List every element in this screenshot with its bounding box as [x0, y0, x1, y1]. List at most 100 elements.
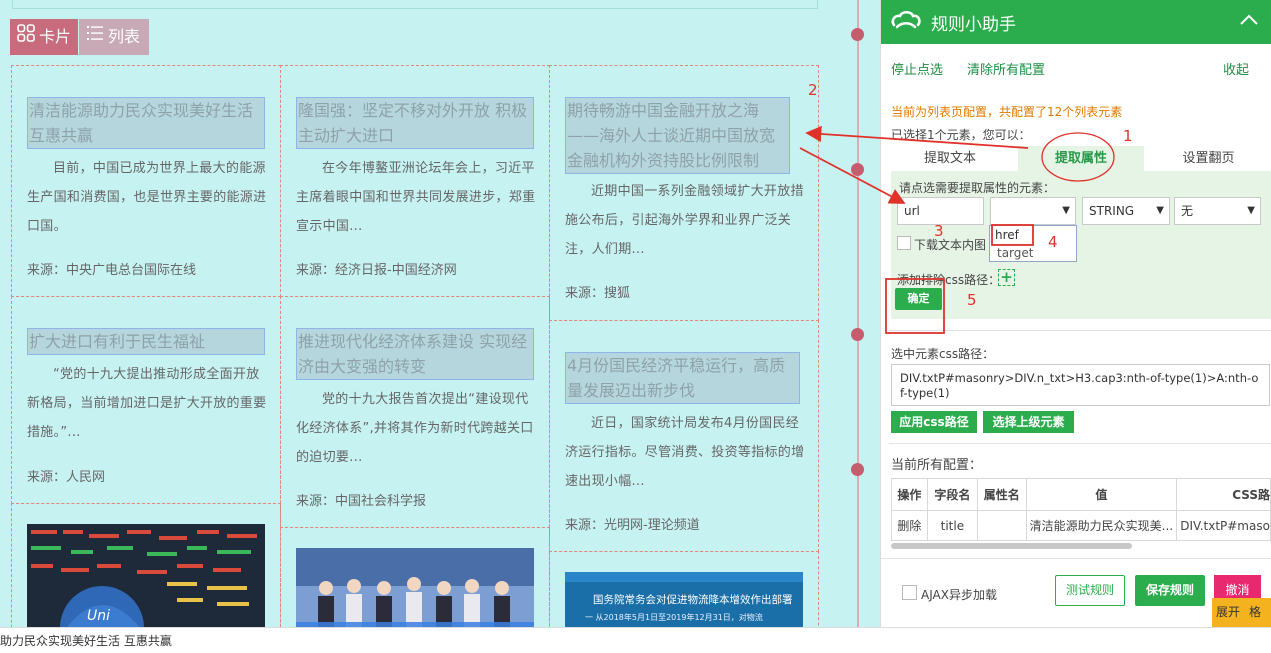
download-images-checkbox[interactable] — [897, 236, 911, 250]
news-source: 来源：人民网 — [27, 470, 106, 485]
image-card[interactable] — [280, 527, 550, 627]
news-summary: 近日，国家统计局发布4月份国民经济运行指标。尽管消费、投资等指标的增速出现小幅.… — [565, 416, 805, 489]
dropdown-option-target[interactable]: target — [997, 246, 1034, 260]
cloud-logo-icon — [890, 10, 922, 32]
save-rule-button[interactable]: 保存规则 — [1135, 575, 1205, 606]
news-summary: “党的十九大提出推动形成全面开放新格局，当前增加进口是扩大开放的重要措施。”..… — [27, 367, 267, 440]
test-rule-button[interactable]: 测试规则 — [1055, 575, 1125, 606]
dropdown-arrow-icon: ▼ — [1062, 205, 1070, 216]
list-view-button[interactable]: 列表 — [79, 19, 149, 55]
timeline-dot — [851, 328, 864, 341]
news-summary: 目前，中国已成为世界上最大的能源生产国和消费国，也是世界主要的能源进口国。 — [27, 161, 267, 234]
download-images-label: 下载文本内图 — [914, 238, 987, 252]
css-path-textarea[interactable]: DIV.txtP#masonry>DIV.n_txt>H3.cap3:nth-o… — [891, 364, 1270, 406]
divider — [889, 443, 1271, 444]
timeline-dot — [851, 463, 864, 476]
cell-attr — [976, 510, 1027, 541]
news-banner-image[interactable]: 国务院常务会对促进物流降本增效作出部署 一 从2018年5月1日至2019年12… — [565, 572, 803, 627]
attribute-form: 请点选需要提取属性的元素： url ▼ STRING▼ 无▼ href targ… — [891, 171, 1271, 319]
type-select[interactable]: STRING▼ — [1082, 197, 1170, 225]
news-source: 来源：中央广电总台国际在线 — [27, 263, 197, 278]
table-header-row: 操作 字段名 属性名 值 CSS路 — [891, 478, 1271, 511]
banner-subtext: 一 从2018年5月1日至2019年12月31日，对物流 — [585, 613, 763, 622]
news-title[interactable]: 推进现代化经济体系建设 实现经济由大变强的转变 — [296, 328, 534, 380]
svg-text:Uni: Uni — [87, 608, 110, 624]
config-note: 当前为列表页配置，共配置了12个列表元素 — [891, 105, 1123, 119]
delete-link[interactable]: 删除 — [891, 510, 928, 541]
list-view-label: 列表 — [108, 27, 141, 46]
timeline-line — [857, 0, 859, 627]
column-header: 操作 — [891, 478, 928, 511]
annotation-1: 1 — [1123, 127, 1133, 145]
timeline-dot — [851, 163, 864, 176]
news-card[interactable]: 清洁能源助力民众实现美好生活 互惠共赢 目前，中国已成为世界上最大的能源生产国和… — [11, 65, 281, 297]
grid-icon — [16, 19, 36, 55]
add-exclude-button[interactable]: + — [998, 269, 1015, 286]
ajax-label: AJAX异步加载 — [921, 588, 997, 602]
clear-all-link[interactable]: 清除所有配置 — [967, 63, 1046, 78]
news-card[interactable]: 4月份国民经济平稳运行，高质量发展迈出新步伐 近日，国家统计局发布4月份国民经济… — [549, 320, 819, 552]
news-title[interactable]: 清洁能源助力民众实现美好生活 互惠共赢 — [27, 97, 265, 149]
dropdown-arrow-icon: ▼ — [1247, 205, 1255, 216]
cell-css: DIV.txtP#maso — [1176, 510, 1271, 541]
news-title[interactable]: 扩大进口有利于民生福祉 — [27, 328, 265, 355]
panel-header: 规则小助手 — [881, 0, 1271, 44]
timeline-dot — [851, 28, 864, 41]
attribute-select[interactable]: ▼ — [990, 197, 1076, 225]
annotation-3: 3 — [934, 222, 944, 240]
attribute-prompt: 请点选需要提取属性的元素： — [899, 181, 1056, 195]
news-card[interactable]: 扩大进口有利于民生福祉 “党的十九大提出推动形成全面开放新格局，当前增加进口是扩… — [11, 296, 281, 504]
card-view-label: 卡片 — [39, 27, 72, 46]
css-path-label: 选中元素css路径： — [891, 347, 995, 361]
annotation-4: 4 — [1048, 233, 1058, 251]
image-card[interactable]: 国务院常务会对促进物流降本增效作出部署 一 从2018年5月1日至2019年12… — [549, 551, 819, 627]
field-name-input[interactable]: url — [897, 197, 984, 225]
confirm-button[interactable]: 确定 — [895, 288, 942, 310]
exclude-css-label: 添加排除css路径： — [897, 273, 1001, 287]
tab-extract-text[interactable]: 提取文本 — [923, 151, 976, 166]
banner-headline: 国务院常务会对促进物流降本增效作出部署 — [593, 594, 793, 606]
annotation-2: 2 — [808, 81, 818, 99]
stock-market-photo[interactable]: Uni — [27, 524, 265, 627]
apply-css-button[interactable]: 应用css路径 — [891, 411, 977, 433]
annotation-5: 5 — [967, 291, 977, 309]
expand-button[interactable]: 展开 — [1216, 605, 1241, 619]
ajax-checkbox[interactable] — [902, 585, 917, 600]
stop-pick-link[interactable]: 停止点选 — [891, 63, 944, 78]
news-title[interactable]: 隆国强：坚定不移对外开放 积极主动扩大进口 — [296, 97, 534, 149]
horizontal-scrollbar[interactable] — [891, 543, 1132, 549]
list-icon — [85, 19, 105, 55]
rule-assistant-panel: 规则小助手 停止点选 清除所有配置 收起 当前为列表页配置，共配置了12个列表元… — [880, 0, 1271, 627]
group-photo[interactable] — [296, 548, 534, 627]
news-card-selected[interactable]: 期待畅游中国金融开放之海——海外人士谈近期中国放宽金融机构外资持股比例限制 近期… — [549, 65, 819, 321]
card-view-button[interactable]: 卡片 — [10, 19, 78, 55]
status-text: 助力民众实现美好生活 互惠共赢 — [0, 634, 172, 648]
news-title[interactable]: 4月份国民经济平稳运行，高质量发展迈出新步伐 — [565, 352, 800, 404]
collapse-link[interactable]: 收起 — [1223, 63, 1250, 78]
image-card[interactable]: Uni — [11, 503, 281, 627]
cell-value: 清洁能源助力民众实现美... — [1025, 510, 1178, 541]
news-title-selected[interactable]: 期待畅游中国金融开放之海——海外人士谈近期中国放宽金融机构外资持股比例限制 — [565, 97, 790, 174]
status-bar: 助力民众实现美好生活 互惠共赢 — [0, 627, 1271, 653]
select-parent-button[interactable]: 选择上级元素 — [983, 411, 1074, 433]
process-select[interactable]: 无▼ — [1174, 197, 1261, 225]
news-summary: 近期中国一系列金融领域扩大开放措施公布后，引起海外学界和业界广泛关注，人们期..… — [565, 184, 804, 257]
format-button[interactable]: 格式 — [1249, 605, 1262, 619]
news-card[interactable]: 推进现代化经济体系建设 实现经济由大变强的转变 党的十九大报告首次提出“建设现代… — [280, 296, 550, 528]
tab-extract-attribute[interactable]: 提取属性 — [1018, 146, 1144, 172]
tab-set-pagination[interactable]: 设置翻页 — [1182, 151, 1235, 166]
news-source: 来源：搜狐 — [565, 286, 631, 301]
attribute-dropdown-list: href target — [989, 225, 1077, 262]
column-header: 字段名 — [926, 478, 978, 511]
divider — [889, 330, 1271, 331]
chevron-up-icon[interactable] — [1239, 12, 1259, 28]
banner-strip — [565, 572, 803, 582]
dropdown-option-href[interactable]: href — [995, 228, 1019, 242]
divider — [881, 558, 1271, 559]
news-card[interactable]: 隆国强：坚定不移对外开放 积极主动扩大进口 在今年博鳌亚洲论坛年会上，习近平主席… — [280, 65, 550, 297]
dropdown-arrow-icon: ▼ — [1156, 205, 1164, 216]
news-source: 来源：中国社会科学报 — [296, 494, 427, 509]
column-header: 属性名 — [976, 478, 1027, 511]
news-summary: 党的十九大报告首次提出“建设现代化经济体系”,并将其作为新时代跨越关口的迫切要.… — [296, 392, 534, 465]
column-header: CSS路 — [1176, 478, 1271, 511]
